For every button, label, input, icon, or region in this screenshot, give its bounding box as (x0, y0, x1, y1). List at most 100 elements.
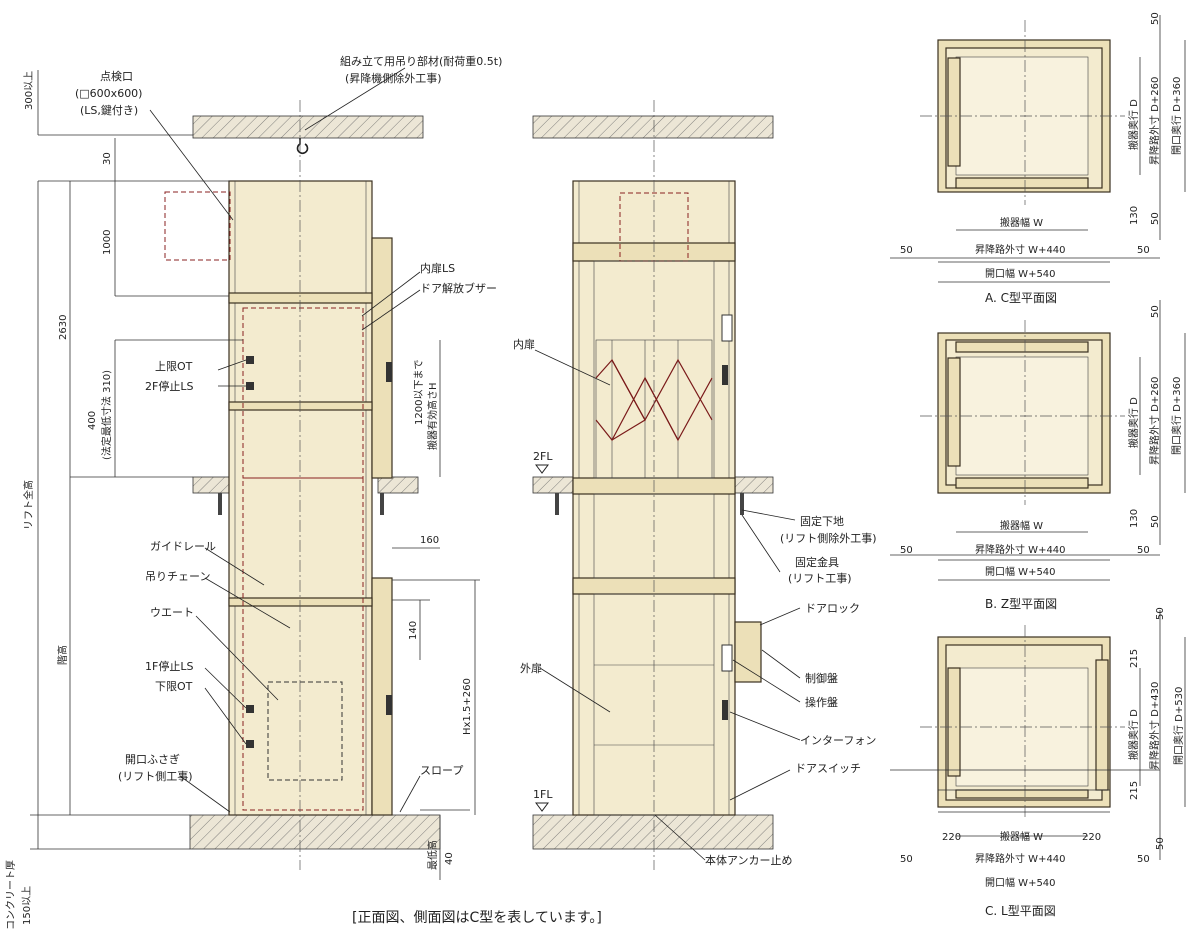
plan-a-title: A. C型平面図 (985, 291, 1057, 305)
plan-a-side-l: 50 (900, 245, 913, 256)
label-inspection: 点検口 (100, 69, 133, 83)
label-stop2f: 2F停止LS (145, 379, 193, 393)
floor2-marker (535, 464, 549, 474)
plan-b-cargo-w: 搬器幅 W (1000, 519, 1043, 532)
plan-c-outer-w: 昇降路外寸 W+440 (975, 852, 1066, 865)
plan-b-side-l: 50 (900, 545, 913, 556)
label-chain: 吊りチェーン (145, 570, 210, 583)
dim-2630: 2630 (58, 315, 69, 340)
plan-a-top: 50 (1150, 12, 1161, 25)
label-door-buzzer: ドア解放ブザー (420, 281, 497, 295)
side-floor-slab (532, 814, 774, 850)
label-hanging-note: (昇降機側除外工事) (345, 71, 442, 85)
side-ceiling-slab (532, 115, 774, 139)
floor2-slab-left (192, 476, 230, 494)
plan-c-open-depth: 開口奥行 D+530 (1172, 687, 1185, 765)
label-inner-door-ls: 内扉LS (420, 261, 455, 275)
plan-a-bottom-a: 130 (1129, 206, 1140, 225)
label-inspection-lock: (LS,鍵付き) (80, 103, 138, 117)
dim-400-note: (法定最低寸法 310) (100, 370, 113, 460)
dim-lift-total: リフト全高 (22, 480, 35, 530)
plan-b-open-w: 開口幅 W+540 (985, 565, 1056, 578)
plan-c-bottom-b: 50 (1155, 837, 1166, 850)
plan-b-depth: 搬器奥行 D (1127, 397, 1140, 448)
plan-c-bottom-a: 215 (1129, 781, 1140, 800)
plan-b (890, 300, 1186, 581)
plan-a-side-r: 50 (1137, 245, 1150, 256)
dim-concrete-val: 150以上 (21, 886, 33, 925)
dim-pit: 最低高 (426, 840, 439, 870)
intercom-2f-icon (722, 365, 728, 385)
label-hanging: 組み立て用吊り部材(耐荷重0.5t) (340, 54, 502, 68)
plan-c-depth: 搬器奥行 D (1127, 709, 1140, 760)
label-fixed-bracket: 固定金具 (795, 555, 839, 569)
plan-c-cargo-w: 搬器幅 W (1000, 830, 1043, 843)
plan-a (890, 15, 1186, 283)
label-door-switch: ドアスイッチ (795, 762, 861, 775)
dim-cargo-height: 搬器有効高さH (426, 382, 439, 450)
label-guide-rail: ガイドレール (150, 540, 216, 553)
plan-c-inner-l: 220 (942, 832, 961, 843)
label-opening-cover-note: (リフト側工事) (118, 770, 193, 783)
dim-cargo-height-note: 1200以下まで (413, 360, 425, 425)
plan-b-title: B. Z型平面図 (985, 597, 1057, 611)
plan-b-open-depth: 開口奥行 D+360 (1170, 377, 1183, 455)
label-fixed-bracket-note: (リフト工事) (788, 572, 852, 585)
plan-a-open-depth: 開口奥行 D+360 (1170, 77, 1183, 155)
plan-a-cargo-w: 搬器幅 W (1000, 216, 1043, 229)
label-opening-cover: 開口ふさぎ (125, 752, 180, 766)
label-door-lock: ドアロック (805, 602, 860, 615)
plan-c-open-w: 開口幅 W+540 (985, 876, 1056, 889)
plan-b-outer-w: 昇降路外寸 W+440 (975, 543, 1066, 556)
dim-400: 400 (87, 411, 98, 430)
inner-door-gate (595, 339, 713, 479)
handset-1f-icon (386, 695, 392, 715)
label-inspection-size: (□600x600) (75, 87, 142, 100)
cargo-box-lower (242, 477, 364, 811)
dim-concrete: コンクリート厚 (5, 860, 17, 930)
plan-c-title: C. L型平面図 (985, 904, 1056, 918)
plan-b-outer-depth: 昇降路外寸 D+260 (1148, 377, 1161, 465)
label-control-panel: 制御盤 (805, 671, 838, 685)
plan-c-side-r: 50 (1137, 854, 1150, 865)
dim-140: 140 (408, 621, 419, 640)
floor-slab (189, 814, 441, 850)
dim-floor-height: 階高 (56, 645, 69, 665)
label-upper-ot: 上限OT (155, 360, 193, 373)
caption: [正面図、側面図はC型を表しています。] (352, 910, 602, 926)
label-weight: ウエート (150, 606, 194, 619)
front-side-column (371, 237, 393, 479)
side-view (532, 100, 801, 870)
label-intercom: インターフォン (800, 734, 876, 747)
ceiling-slab (192, 115, 424, 139)
front-view (30, 67, 480, 880)
operation-panel-icon (721, 644, 733, 672)
label-floor1: 1FL (533, 788, 553, 801)
dim-30: 30 (102, 152, 113, 165)
dim-top-clear: 300以上 (23, 71, 35, 110)
label-inner-door: 内扉 (513, 337, 535, 351)
plan-a-bottom-b: 50 (1150, 212, 1161, 225)
control-panel (734, 621, 762, 683)
plan-b-bottom-b: 50 (1150, 515, 1161, 528)
label-outer-door: 外扉 (520, 662, 542, 675)
dim-160: 160 (420, 535, 439, 546)
plan-a-outer-depth: 昇降路外寸 D+260 (1148, 77, 1161, 165)
plan-c-side-l: 50 (900, 854, 913, 865)
plan-a-depth: 搬器奥行 D (1127, 99, 1140, 150)
plan-a-open-w: 開口幅 W+540 (985, 267, 1056, 280)
label-stop1f: 1F停止LS (145, 659, 193, 673)
label-lower-ot: 下限OT (155, 680, 193, 693)
label-anchor: 本体アンカー止め (705, 853, 793, 867)
handset-2f-icon (386, 362, 392, 382)
floor1-marker (535, 802, 549, 812)
inspection-opening (164, 191, 231, 261)
plan-b-top: 50 (1150, 305, 1161, 318)
label-fixed-base-note: (リフト側除外工事) (780, 531, 877, 545)
plan-c-inner-r: 220 (1082, 832, 1101, 843)
label-floor2: 2FL (533, 450, 553, 463)
plan-a-outer-w: 昇降路外寸 W+440 (975, 243, 1066, 256)
hanging-hook (296, 138, 309, 155)
plan-c (890, 610, 1186, 860)
